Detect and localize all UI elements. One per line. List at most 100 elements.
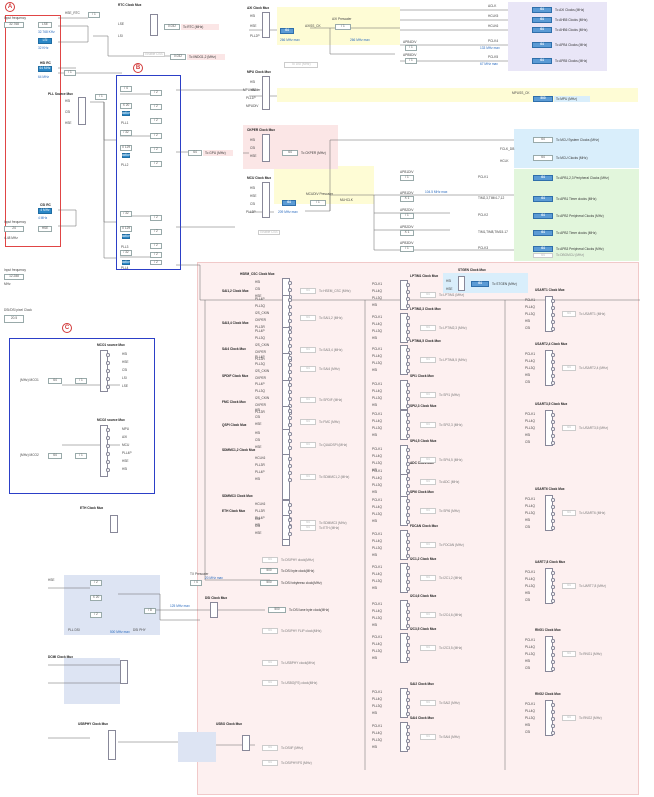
mid-mux[interactable]: [400, 496, 408, 526]
ext-frequency-field[interactable]: 12.288: [4, 274, 24, 280]
mid-pin[interactable]: [406, 540, 410, 544]
mid-pin[interactable]: [406, 698, 410, 702]
mid-pin[interactable]: [406, 455, 410, 459]
pll2-q[interactable]: / 2: [150, 147, 162, 153]
apb4-div[interactable]: / 1: [405, 45, 417, 51]
periph-pin[interactable]: [288, 370, 292, 374]
mid-pin[interactable]: [406, 316, 410, 320]
mid-pin[interactable]: [406, 603, 410, 607]
pll1-n[interactable]: X 20: [120, 103, 132, 109]
pll1-q[interactable]: / 2: [150, 104, 162, 110]
mid-mux[interactable]: [400, 313, 408, 343]
periph-pin[interactable]: [288, 305, 292, 309]
axi-presc-div[interactable]: / 1: [335, 24, 351, 30]
apb-div[interactable]: X 1: [400, 196, 414, 202]
right-pin[interactable]: [551, 592, 555, 596]
mco2-pin[interactable]: [106, 460, 110, 464]
periph-pin[interactable]: [288, 525, 292, 529]
pll3-frac[interactable]: Fractional: [119, 233, 133, 239]
mid-pin[interactable]: [406, 323, 410, 327]
periph-pin[interactable]: [288, 390, 292, 394]
rtc-mux[interactable]: [150, 14, 158, 36]
mid-pin[interactable]: [406, 362, 410, 366]
right-pin[interactable]: [551, 599, 555, 603]
mid-mux[interactable]: [400, 380, 408, 410]
pll3-p[interactable]: / 2: [150, 215, 162, 221]
mid-pin[interactable]: [406, 390, 410, 394]
right-pin[interactable]: [551, 498, 555, 502]
mcu-presc-div[interactable]: / 1: [310, 200, 326, 206]
mid-pin[interactable]: [406, 712, 410, 716]
right-pin[interactable]: [551, 320, 555, 324]
periph-pin[interactable]: [288, 478, 292, 482]
hsi-value[interactable]: 64 MHz: [38, 66, 52, 72]
pll4-p[interactable]: / 2: [150, 252, 162, 258]
periph-pin[interactable]: [288, 312, 292, 316]
mid-pin[interactable]: [406, 477, 410, 481]
usbo-mux[interactable]: [242, 735, 250, 751]
mid-pin[interactable]: [406, 617, 410, 621]
csi-value[interactable]: 4 MHz: [38, 208, 52, 214]
mid-pin[interactable]: [406, 404, 410, 408]
usbphy-mux[interactable]: [108, 730, 116, 760]
mco1-div[interactable]: / 1: [75, 378, 87, 384]
apb-div[interactable]: X 1: [400, 230, 414, 236]
hsi-div[interactable]: / 1: [64, 70, 76, 76]
mid-pin[interactable]: [406, 566, 410, 570]
hse-frequency-field[interactable]: 24: [4, 226, 24, 232]
periph-pin[interactable]: [288, 383, 292, 387]
mid-pin[interactable]: [406, 580, 410, 584]
pll2-r[interactable]: / 2: [150, 161, 162, 167]
periph-pin[interactable]: [288, 416, 292, 420]
ckper-mux[interactable]: [262, 134, 270, 162]
periph-pin[interactable]: [288, 344, 292, 348]
pll2-p[interactable]: / 2: [150, 133, 162, 139]
lsi-toggle[interactable]: LSI: [38, 38, 52, 44]
enable-css-mcu[interactable]: Enable CSS: [258, 230, 280, 235]
right-pin[interactable]: [551, 367, 555, 371]
periph-pin[interactable]: [288, 330, 292, 334]
pll1-frac[interactable]: Fractional: [119, 110, 133, 116]
right-pin[interactable]: [551, 667, 555, 671]
dsi-idf[interactable]: / 2: [90, 580, 102, 586]
periph-pin[interactable]: [288, 281, 292, 285]
periph-pin[interactable]: [288, 423, 292, 427]
right-pin[interactable]: [551, 585, 555, 589]
mid-pin[interactable]: [406, 554, 410, 558]
right-pin[interactable]: [551, 313, 555, 317]
mco2-pin[interactable]: [106, 452, 110, 456]
mid-pin[interactable]: [406, 448, 410, 452]
dsi-pixel-field[interactable]: 20.5: [4, 315, 24, 323]
mid-pin[interactable]: [406, 283, 410, 287]
mid-pin[interactable]: [406, 624, 410, 628]
periph-pin[interactable]: [288, 446, 292, 450]
pll3-n[interactable]: X 129: [120, 226, 132, 232]
periph-pin[interactable]: [288, 503, 292, 507]
mid-pin[interactable]: [406, 337, 410, 341]
lse-toggle[interactable]: LSE: [38, 22, 52, 28]
periph-pin[interactable]: [288, 439, 292, 443]
periph-pin[interactable]: [288, 457, 292, 461]
mid-pin[interactable]: [406, 746, 410, 750]
eth-mux[interactable]: [110, 515, 118, 533]
mid-pin[interactable]: [406, 369, 410, 373]
mid-pin[interactable]: [406, 499, 410, 503]
mco2-div[interactable]: / 1: [75, 453, 87, 459]
pll3-q[interactable]: / 2: [150, 229, 162, 235]
right-pin[interactable]: [551, 512, 555, 516]
hse-toggle[interactable]: HSE: [38, 226, 52, 232]
mid-mux[interactable]: [400, 600, 408, 630]
periph-pin[interactable]: [288, 510, 292, 514]
pll4-m[interactable]: / 32: [120, 250, 132, 256]
mid-pin[interactable]: [406, 691, 410, 695]
mid-pin[interactable]: [406, 383, 410, 387]
mco2-pin[interactable]: [106, 444, 110, 448]
lse-frequency-field[interactable]: 32.768: [4, 22, 24, 28]
mid-pin[interactable]: [406, 636, 410, 640]
pll3-m[interactable]: / 32: [120, 211, 132, 217]
mid-pin[interactable]: [406, 573, 410, 577]
right-pin[interactable]: [551, 374, 555, 378]
stgen-mux[interactable]: [458, 276, 465, 291]
mid-pin[interactable]: [406, 413, 410, 417]
apb5-div[interactable]: / 1: [405, 58, 417, 64]
